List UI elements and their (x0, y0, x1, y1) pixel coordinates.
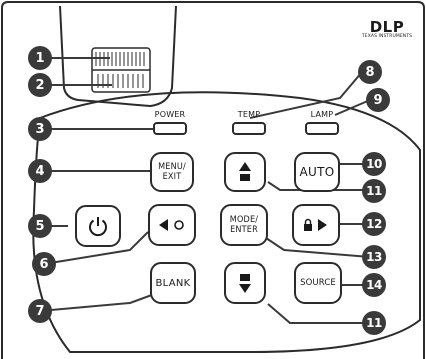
callout-7: 7 (28, 299, 52, 323)
blank-button[interactable]: BLANK (150, 262, 196, 304)
auto-button[interactable]: AUTO (294, 152, 340, 192)
lock-icon (304, 218, 312, 231)
left-arrow-icon (159, 219, 184, 231)
mode-enter-button[interactable]: MODE/ ENTER (220, 204, 268, 246)
mode-enter-label-line1: MODE/ (229, 215, 259, 225)
callout-2: 2 (28, 73, 52, 97)
menu-exit-label-line1: MENU/ (158, 162, 186, 172)
dlp-logo: DLP TEXAS INSTRUMENTS (358, 18, 416, 39)
callout-14: 14 (362, 273, 386, 297)
source-label: SOURCE (300, 278, 336, 288)
blank-label: BLANK (155, 277, 191, 289)
callout-11-down: 11 (362, 311, 386, 335)
menu-exit-button[interactable]: MENU/ EXIT (150, 152, 194, 192)
temp-indicator-light (232, 122, 266, 135)
down-keystone-arrow-icon (239, 274, 251, 293)
callout-12: 12 (362, 212, 386, 236)
keystone-down-button[interactable] (224, 262, 266, 304)
dlp-logo-subtext: TEXAS INSTRUMENTS (361, 34, 413, 39)
auto-label: AUTO (299, 165, 335, 179)
callout-11-up: 11 (362, 179, 386, 203)
lamp-indicator-light (305, 122, 339, 135)
callout-13: 13 (362, 245, 386, 269)
mode-enter-label-line2: ENTER (230, 225, 258, 235)
callout-8: 8 (358, 60, 382, 84)
callout-3: 3 (28, 117, 52, 141)
left-button[interactable] (148, 204, 196, 246)
source-button[interactable]: SOURCE (294, 262, 342, 304)
power-button[interactable] (75, 205, 121, 247)
power-indicator-light (153, 122, 187, 135)
up-keystone-arrow-icon (239, 162, 251, 181)
power-indicator-label: POWER (154, 110, 186, 119)
callout-5: 5 (28, 214, 52, 238)
callout-9: 9 (366, 88, 390, 112)
callout-6: 6 (32, 252, 56, 276)
right-button[interactable] (292, 204, 340, 246)
dlp-logo-text: DLP (369, 18, 405, 36)
temp-indicator-label: TEMP (237, 110, 261, 119)
right-arrow-icon (304, 218, 327, 231)
circle-icon (174, 220, 184, 230)
callout-1: 1 (28, 46, 52, 70)
lamp-indicator-label: LAMP (310, 110, 334, 119)
callout-4: 4 (28, 159, 52, 183)
keystone-up-button[interactable] (224, 152, 266, 192)
power-icon (89, 217, 107, 237)
callout-10: 10 (362, 152, 386, 176)
menu-exit-label-line2: EXIT (162, 172, 182, 182)
